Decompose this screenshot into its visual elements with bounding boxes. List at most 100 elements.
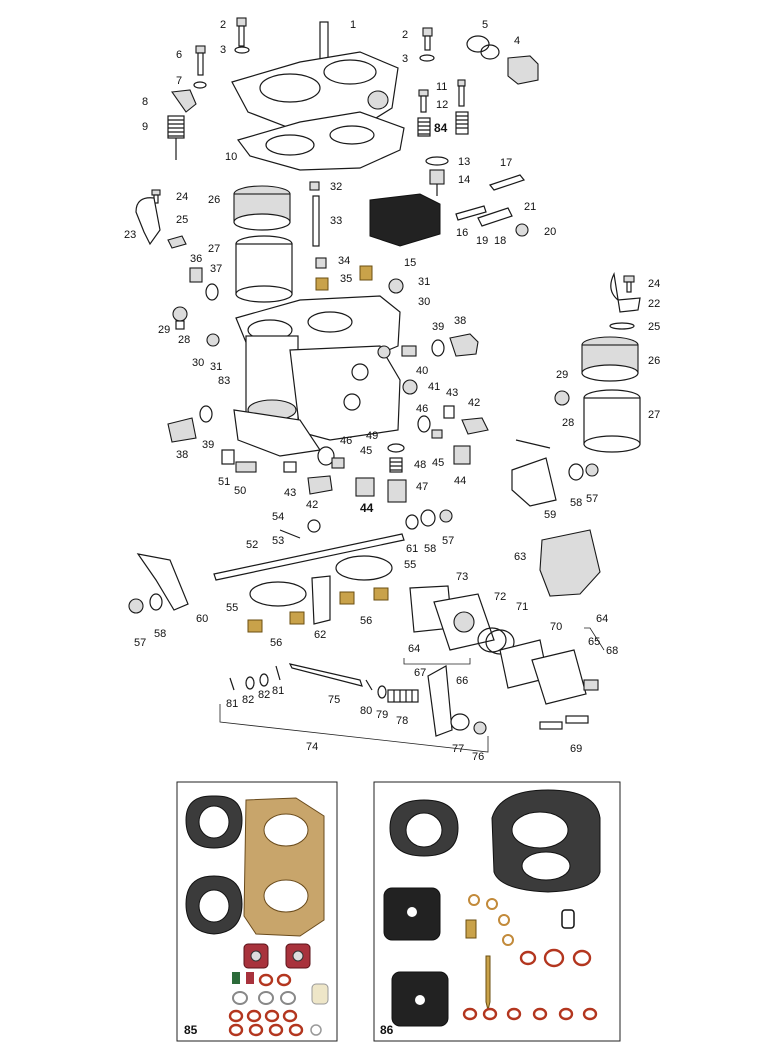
needle-valve-14 bbox=[429, 169, 445, 196]
label-part-24-left: 24 bbox=[176, 191, 188, 203]
label-part-84: 84 bbox=[434, 121, 448, 135]
label-part-59: 59 bbox=[544, 509, 556, 521]
label-part-61: 61 bbox=[406, 543, 418, 555]
label-part-25-left: 25 bbox=[176, 214, 188, 226]
label-part-37: 37 bbox=[210, 263, 222, 275]
fitting-30-31-left bbox=[206, 333, 220, 347]
label-part-81-left: 81 bbox=[226, 698, 238, 710]
clip-25-left bbox=[167, 235, 187, 249]
jet-45-right bbox=[431, 429, 443, 439]
screw-6 bbox=[195, 45, 206, 76]
label-part-34: 34 bbox=[338, 255, 350, 267]
label-part-75: 75 bbox=[328, 694, 340, 706]
label-part-2-right: 2 bbox=[402, 29, 408, 41]
label-part-51: 51 bbox=[218, 476, 230, 488]
label-part-48: 48 bbox=[414, 459, 426, 471]
seal-rings-86 bbox=[462, 894, 598, 1021]
label-part-22: 22 bbox=[648, 298, 660, 310]
screw-33 bbox=[312, 195, 320, 247]
label-part-3-right: 3 bbox=[402, 53, 408, 65]
label-part-27-right: 27 bbox=[648, 409, 660, 421]
nut-20-21 bbox=[515, 223, 529, 237]
label-part-30-top: 30 bbox=[418, 296, 430, 308]
screw-2-right bbox=[422, 27, 433, 51]
label-part-63: 63 bbox=[514, 551, 526, 563]
group-bracket-64-upper bbox=[584, 627, 605, 651]
carburetor-top-cover bbox=[231, 21, 399, 133]
label-part-39-top: 39 bbox=[432, 321, 444, 333]
label-part-28-right: 28 bbox=[562, 417, 574, 429]
label-part-57-mid: 57 bbox=[442, 535, 454, 547]
spring-84-right bbox=[455, 111, 469, 135]
label-part-35: 35 bbox=[340, 273, 352, 285]
label-part-2-left: 2 bbox=[220, 19, 226, 31]
label-part-45-right: 45 bbox=[432, 457, 444, 469]
kit-85-label: 85 bbox=[184, 1023, 198, 1037]
screw-43-42-mid bbox=[283, 461, 333, 495]
group-bracket-64-lower bbox=[403, 658, 471, 665]
body-gasket-86 bbox=[491, 789, 601, 893]
spring-78 bbox=[387, 689, 419, 703]
label-part-49: 49 bbox=[366, 430, 378, 442]
pump-cover-63 bbox=[539, 529, 601, 597]
label-part-74: 74 bbox=[306, 741, 318, 753]
clip-25-right bbox=[609, 322, 635, 330]
diaphragm-86-bottom bbox=[391, 971, 449, 1027]
label-part-57-left: 57 bbox=[134, 637, 146, 649]
label-part-6: 6 bbox=[176, 49, 182, 61]
screw-56-brass bbox=[247, 587, 389, 633]
label-part-43-mid: 43 bbox=[284, 487, 296, 499]
label-part-77: 77 bbox=[452, 743, 464, 755]
choke-housing-27-left bbox=[235, 235, 293, 303]
float-pin-16 bbox=[455, 205, 487, 221]
spring-54-53 bbox=[279, 519, 321, 539]
label-part-28-left: 28 bbox=[178, 334, 190, 346]
jet-45-mid bbox=[331, 457, 345, 469]
washer-46-right bbox=[417, 415, 431, 433]
label-part-31-top: 31 bbox=[418, 276, 430, 288]
screw-11 bbox=[457, 79, 466, 107]
label-part-5: 5 bbox=[482, 19, 488, 31]
spring-9 bbox=[167, 115, 185, 160]
label-part-70: 70 bbox=[550, 621, 562, 633]
label-part-39-left: 39 bbox=[202, 439, 214, 451]
label-part-83: 83 bbox=[218, 375, 230, 387]
label-part-11: 11 bbox=[436, 81, 447, 93]
label-part-16: 16 bbox=[456, 227, 468, 239]
body-gasket-85-gold bbox=[243, 797, 325, 937]
lever-23 bbox=[135, 197, 161, 246]
o-ring-5 bbox=[466, 35, 500, 60]
top-cover-gasket bbox=[236, 111, 405, 171]
label-part-57-right: 57 bbox=[586, 493, 598, 505]
label-part-52: 52 bbox=[246, 539, 258, 551]
clip-80-79 bbox=[365, 679, 387, 699]
screw-43-42 bbox=[443, 405, 489, 435]
washer-7 bbox=[193, 81, 207, 89]
label-part-18: 18 bbox=[494, 235, 506, 247]
label-part-54: 54 bbox=[272, 511, 284, 523]
label-part-25-right: 25 bbox=[648, 321, 660, 333]
label-part-80: 80 bbox=[360, 705, 372, 717]
label-part-46-right: 46 bbox=[416, 403, 428, 415]
label-part-9: 9 bbox=[142, 121, 148, 133]
label-part-62: 62 bbox=[314, 629, 326, 641]
pump-rod-75 bbox=[288, 663, 363, 687]
washer-37 bbox=[205, 283, 219, 301]
label-part-4: 4 bbox=[514, 35, 520, 47]
throttle-plate-55-left bbox=[249, 581, 307, 607]
nut-77-76 bbox=[450, 713, 487, 735]
label-part-36: 36 bbox=[190, 253, 202, 265]
label-part-58-right: 58 bbox=[570, 497, 582, 509]
label-part-27-left: 27 bbox=[208, 243, 220, 255]
banjo-47 bbox=[387, 479, 407, 503]
filter-48 bbox=[389, 457, 403, 473]
kit-86-label: 86 bbox=[380, 1023, 394, 1037]
throttle-shaft-52 bbox=[213, 533, 405, 581]
label-part-41: 41 bbox=[428, 381, 440, 393]
label-part-23: 23 bbox=[124, 229, 136, 241]
washer-3-right bbox=[419, 54, 435, 62]
washer-39-left bbox=[199, 405, 213, 423]
lever-59 bbox=[511, 439, 557, 507]
label-part-60: 60 bbox=[196, 613, 208, 625]
label-part-26-right: 26 bbox=[648, 355, 660, 367]
